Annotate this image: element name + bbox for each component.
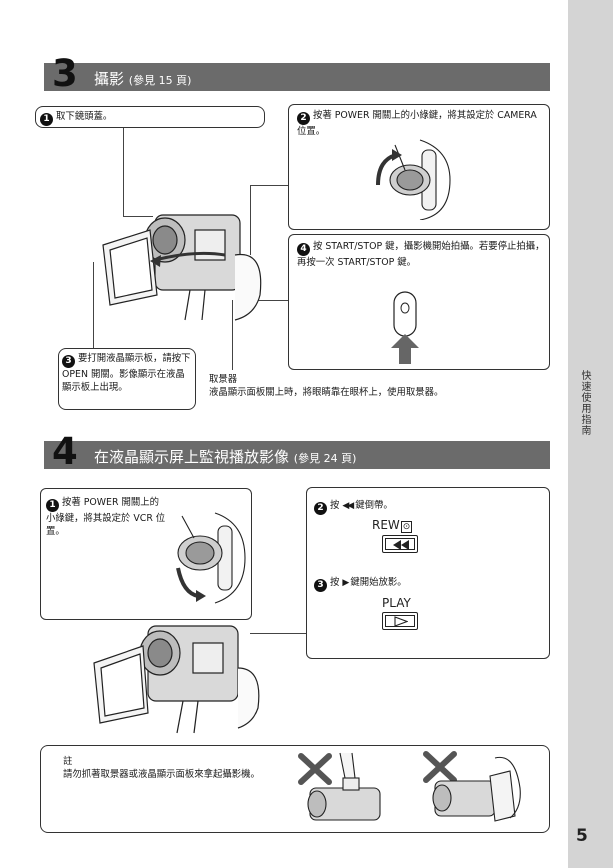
rewind-icon: ◀◀ <box>342 501 354 511</box>
circle-number-icon: 4 <box>297 243 310 256</box>
note-title: 註 <box>63 756 73 767</box>
side-tab-label: 快速使用指南 <box>579 370 590 436</box>
leader-line <box>93 262 94 348</box>
leader-line <box>250 185 288 186</box>
page-number: 5 <box>576 826 588 846</box>
step3-number: 3 <box>52 52 78 95</box>
viewfinder-note: 液晶顯示面板關上時，將眼睛靠在眼杯上，使用取景器。 <box>209 387 444 398</box>
play-button <box>382 612 418 630</box>
leader-line <box>123 128 124 216</box>
circle-number-icon: 1 <box>40 113 53 126</box>
viewfinder-label: 取景器 <box>209 374 238 385</box>
step3-item4-box <box>288 234 550 370</box>
step4-title: 在液晶顯示屏上監視播放影像 (參見 24 頁) <box>94 448 357 466</box>
camcorder-playback-illustration <box>93 625 260 734</box>
play-label: PLAY <box>382 596 411 610</box>
rew-label: REW⊙ <box>372 518 413 533</box>
step4-header: 4 在液晶顯示屏上監視播放影像 (參見 24 頁) <box>44 433 550 470</box>
power-switch-vcr-illustration <box>176 512 246 604</box>
circle-number-icon: 2 <box>297 112 310 125</box>
wrong-grip-viewfinder-illustration <box>298 752 381 821</box>
play-icon: ▶ <box>342 578 349 588</box>
camcorder-lcd-open-illustration <box>102 214 262 321</box>
step4-ref: (參見 24 頁) <box>293 452 357 465</box>
step3-header: 3 攝影 (參見 15 頁) <box>44 55 550 92</box>
leader-line <box>123 216 153 217</box>
leader-line <box>250 633 306 634</box>
rewind-icon <box>393 540 409 550</box>
play-icon <box>394 616 408 627</box>
note-text: 請勿抓著取景器或液晶顯示面板來拿起攝影機。 <box>63 769 260 780</box>
circle-number-icon: 1 <box>46 499 59 512</box>
step3-item3-box <box>58 348 196 410</box>
leader-line <box>250 185 251 255</box>
rew-button-face <box>385 538 415 550</box>
leader-line <box>232 300 233 370</box>
rew-record-icon: ⊙ <box>400 521 413 533</box>
step4-playback-box <box>306 487 550 659</box>
side-tab <box>568 0 613 868</box>
play-button-face <box>385 615 415 627</box>
step3-title: 攝影 (參見 15 頁) <box>94 70 192 88</box>
start-stop-button-illustration <box>391 291 419 364</box>
step3-ref: (參見 15 頁) <box>128 74 192 87</box>
step4-number: 4 <box>52 430 78 473</box>
circle-number-icon: 3 <box>314 579 327 592</box>
step3-item1-box <box>35 106 265 128</box>
power-switch-illustration <box>376 139 451 220</box>
circle-number-icon: 2 <box>314 502 327 515</box>
rew-button <box>382 535 418 553</box>
wrong-grip-lcd-illustration <box>423 751 521 822</box>
leader-line <box>240 300 288 301</box>
step3-item2-box <box>288 104 550 230</box>
circle-number-icon: 3 <box>62 355 75 368</box>
